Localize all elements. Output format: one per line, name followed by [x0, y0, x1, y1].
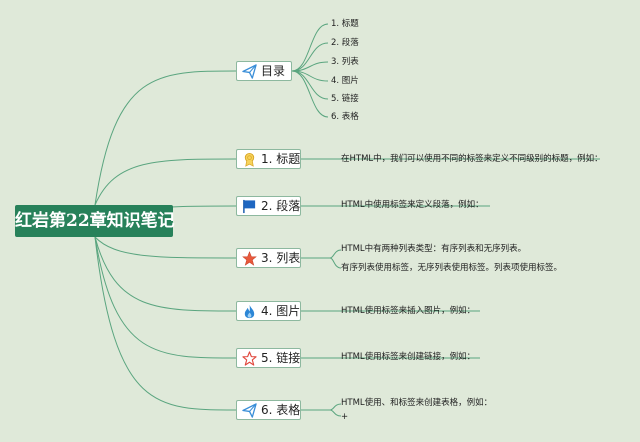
root-topic[interactable]: 红岩第22章知识笔记 [15, 205, 175, 237]
branch-label: 6. 表格 [261, 403, 301, 417]
connector-branch-note [329, 249, 342, 259]
contents-item[interactable]: 5. 链接 [331, 94, 359, 104]
flame-icon [242, 304, 257, 319]
contents-item[interactable]: 4. 图片 [331, 76, 359, 86]
connector-root-branch [94, 236, 237, 259]
branch-contents[interactable]: 目录 [236, 61, 292, 81]
send-icon [242, 402, 257, 418]
connector-contents-item [291, 70, 329, 118]
branch-links[interactable]: 5. 链接 [236, 348, 301, 368]
send-icon [242, 63, 257, 79]
branch-note[interactable]: HTML使用标签来插入图片，例如： [341, 306, 476, 316]
branch-note[interactable]: HTML使用标签来创建链接，例如： [341, 352, 476, 362]
flag-icon [242, 199, 257, 214]
branch-note[interactable]: HTML使用、和标签来创建表格，例如： [341, 398, 493, 408]
connector-contents-item [291, 23, 329, 72]
contents-item[interactable]: 1. 标题 [331, 19, 359, 29]
branch-note[interactable]: HTML中使用标签来定义段落，例如： [341, 200, 484, 210]
connector-contents-item [291, 61, 329, 72]
branch-label: 1. 标题 [261, 152, 301, 166]
star-filled-icon [242, 250, 257, 266]
award-medal-icon [242, 152, 257, 167]
branch-paragraphs[interactable]: 2. 段落 [236, 196, 301, 216]
connector-root-branch [94, 236, 237, 359]
branch-label: 4. 图片 [261, 304, 301, 318]
contents-item[interactable]: 2. 段落 [331, 38, 359, 48]
branch-note[interactable]: 有序列表使用标签，无序列表使用标签。列表项使用标签。 [341, 263, 563, 273]
branch-label: 3. 列表 [261, 251, 301, 265]
branch-headings[interactable]: 1. 标题 [236, 149, 301, 169]
branch-note[interactable]: HTML中有两种列表类型：有序列表和无序列表。 [341, 244, 527, 254]
branch-label: 2. 段落 [261, 199, 301, 213]
connector-root-branch [94, 70, 237, 206]
star-outline-icon [242, 350, 257, 366]
connector-branch-note [329, 403, 342, 411]
connector-contents-item [291, 42, 329, 72]
branch-note[interactable]: 在HTML中，我们可以使用不同的标签来定义不同级别的标题，例如： [341, 154, 603, 164]
branch-tables[interactable]: 6. 表格 [236, 400, 301, 420]
branch-label: 目录 [261, 64, 286, 78]
contents-item[interactable]: 6. 表格 [331, 112, 359, 122]
branch-lists[interactable]: 3. 列表 [236, 248, 301, 268]
connector-root-branch [94, 236, 237, 312]
branch-images[interactable]: 4. 图片 [236, 301, 301, 321]
branch-label: 5. 链接 [261, 351, 301, 365]
connector-branch-note [329, 257, 342, 269]
connector-branch-note [329, 409, 342, 417]
expand-plus-icon[interactable]: + [341, 412, 349, 422]
connector-root-branch [94, 158, 237, 206]
connector-root-branch [94, 236, 237, 411]
contents-item[interactable]: 3. 列表 [331, 57, 359, 67]
